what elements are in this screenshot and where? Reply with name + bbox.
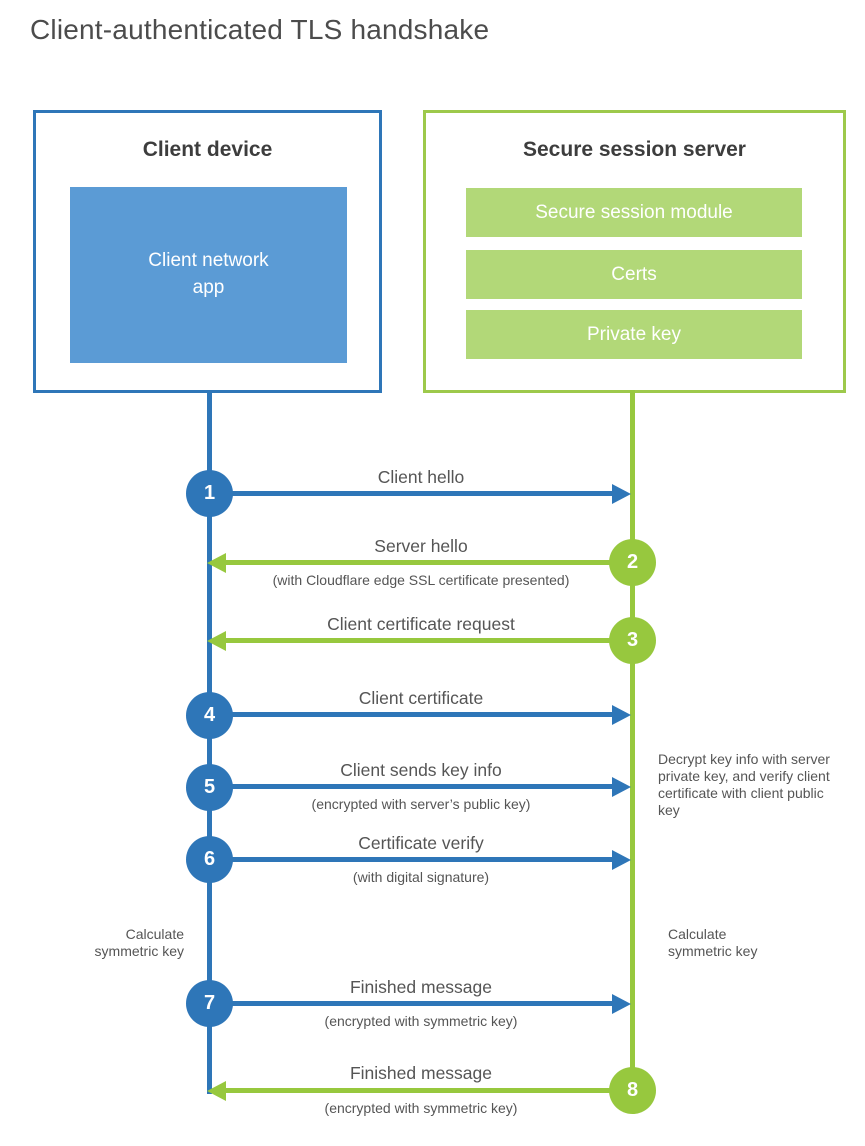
step-6-sublabel: (with digital signature): [352, 869, 490, 885]
server-decrypt-note: Decrypt key info with server private key…: [658, 751, 830, 819]
step-4-marker: 4: [186, 692, 233, 739]
step-4-arrow-head: [612, 705, 631, 725]
step-2-sublabel: (with Cloudflare edge SSL certificate pr…: [272, 572, 570, 588]
step-5-arrow-line: [209, 784, 613, 789]
step-7-arrow-line: [209, 1001, 613, 1006]
client-lifeline: [207, 390, 212, 1094]
step-3-marker: 3: [609, 617, 656, 664]
step-8-sublabel: (encrypted with symmetric key): [324, 1100, 518, 1116]
step-6-label: Certificate verify: [358, 833, 484, 853]
step-8-arrow-line: [226, 1088, 633, 1093]
step-1-marker: 1: [186, 470, 233, 517]
server-module-bar: Secure session module: [466, 188, 802, 237]
step-2-arrow-line: [226, 560, 633, 565]
step-6-marker: 6: [186, 836, 233, 883]
client-device-box: Client device Client network app: [33, 110, 382, 393]
step-4-label: Client certificate: [358, 688, 484, 708]
step-6-arrow-head: [612, 850, 631, 870]
client-network-app-label: Client network app: [148, 250, 269, 298]
page-title: Client-authenticated TLS handshake: [30, 14, 490, 45]
step-5-marker: 5: [186, 764, 233, 811]
step-1-label: Client hello: [377, 467, 465, 487]
step-7-arrow-head: [612, 994, 631, 1014]
step-8-label: Finished message: [349, 1063, 493, 1083]
client-device-title: Client device: [142, 138, 273, 161]
step-8-marker: 8: [609, 1067, 656, 1114]
step-7-sublabel: (encrypted with symmetric key): [324, 1013, 518, 1029]
step-8-arrow-head: [207, 1081, 226, 1101]
server-module-bar: Certs: [466, 250, 802, 299]
step-5-arrow-head: [612, 777, 631, 797]
step-2-label: Server hello: [374, 536, 468, 556]
step-2-arrow-head: [207, 553, 226, 573]
step-3-label: Client certificate request: [327, 614, 515, 634]
step-5-label: Client sends key info: [340, 760, 502, 780]
step-4-arrow-line: [209, 712, 613, 717]
server-calculate-note: Calculate symmetric key: [668, 926, 758, 960]
server-lifeline: [630, 390, 635, 1091]
step-1-arrow-line: [209, 491, 613, 496]
server-title: Secure session server: [523, 138, 746, 161]
step-3-arrow-head: [207, 631, 226, 651]
step-3-arrow-line: [226, 638, 633, 643]
step-7-label: Finished message: [349, 977, 493, 997]
step-1-arrow-head: [612, 484, 631, 504]
server-box: Secure session server Secure session mod…: [423, 110, 846, 393]
client-network-app-box: Client network app: [70, 187, 347, 363]
step-7-marker: 7: [186, 980, 233, 1027]
client-calculate-note: Calculate symmetric key: [94, 926, 184, 960]
step-6-arrow-line: [209, 857, 613, 862]
server-module-bar: Private key: [466, 310, 802, 359]
step-2-marker: 2: [609, 539, 656, 586]
step-5-sublabel: (encrypted with server’s public key): [311, 796, 531, 812]
